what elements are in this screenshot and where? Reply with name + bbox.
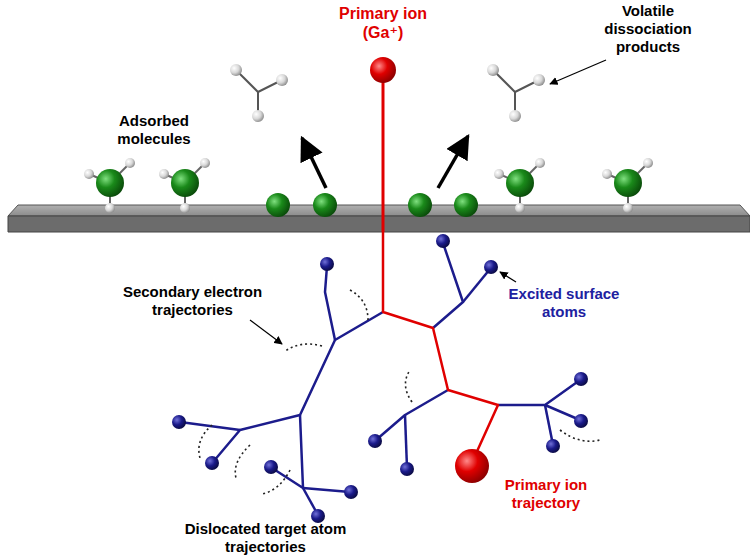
excited-surface-atom (320, 257, 334, 271)
ligand-atom (494, 169, 504, 179)
ligand-atom (535, 158, 545, 168)
atom-trajectory (213, 312, 383, 462)
callout-label: Adsorbed molecules (98, 112, 210, 148)
electron-trajectory (199, 425, 212, 458)
electron-trajectory (235, 445, 250, 478)
atom-trajectory (376, 390, 448, 440)
ligand-atom (125, 158, 135, 168)
adsorbed-molecule (494, 158, 545, 213)
excited-surface-atom (484, 260, 498, 274)
adsorbed-molecule (602, 158, 653, 213)
electron-trajectory (560, 430, 600, 441)
secondary-electron-trajectories (199, 290, 600, 494)
atom-trajectory (545, 405, 580, 420)
electron-trajectory (284, 344, 322, 352)
adsorbed-molecule (159, 158, 210, 213)
volatile-molecule (230, 64, 288, 122)
ligand-atom (84, 169, 94, 179)
target-atom (264, 460, 278, 474)
ligand-atom (200, 158, 210, 168)
ligand-atom (105, 203, 115, 213)
target-atom (400, 462, 414, 476)
callout-label: Excited surface atoms (505, 285, 623, 321)
deposited-atom (313, 193, 337, 217)
substrate-front (8, 216, 750, 232)
precursor-atom (171, 169, 199, 197)
primary-ion (370, 57, 396, 83)
target-atom (546, 439, 560, 453)
callout-label: Volatile dissociation products (588, 2, 708, 56)
target-atom (172, 415, 186, 429)
excited-surface-atom (436, 234, 450, 248)
atom-trajectory (180, 422, 240, 430)
target-atom (205, 456, 219, 470)
leader-arrow (550, 60, 606, 84)
primary-ion-trajectory (383, 232, 498, 458)
primary-ion-stopped (455, 449, 489, 483)
ligand-atom (180, 203, 190, 213)
ligand-atom (643, 158, 653, 168)
deposited-atom (454, 193, 478, 217)
ligand-atom (602, 169, 612, 179)
substrate-top (8, 205, 750, 216)
atom-trajectory (325, 266, 335, 340)
atom-trajectory (545, 405, 553, 445)
ligand-atom (623, 203, 633, 213)
ligand-atom (487, 64, 499, 76)
precursor-atom (96, 169, 124, 197)
target-atom (574, 372, 588, 386)
primary-ion-beam (382, 82, 385, 232)
deposited-atom (266, 193, 290, 217)
ligand-atom (509, 110, 521, 122)
desorption-arrow (438, 136, 468, 188)
atom-trajectory (272, 415, 303, 488)
deposited-atoms (266, 193, 478, 217)
target-atom (574, 414, 588, 428)
volatile-molecule (487, 64, 545, 122)
ligand-atom (515, 203, 525, 213)
ligand-atom (252, 110, 264, 122)
electron-trajectory (405, 370, 412, 402)
volatile-products (230, 64, 545, 122)
ligand-atom (276, 74, 288, 86)
deposited-atom (408, 193, 432, 217)
adsorbed-molecule (84, 158, 135, 213)
callout-label: Secondary electron trajectories (110, 283, 275, 319)
ligand-atom (533, 74, 545, 86)
atom-trajectory (433, 243, 463, 328)
electron-trajectory (262, 470, 290, 494)
leader-arrow (250, 320, 282, 344)
atom-trajectory (405, 415, 407, 468)
caption-label: Dislocated target atom trajectories (158, 520, 373, 556)
electron-trajectory (350, 290, 368, 320)
beam-label: Primary ion (Ga⁺) (333, 4, 433, 42)
precursor-atom (506, 169, 534, 197)
target-atom (344, 485, 358, 499)
atom-trajectory (463, 269, 490, 302)
adsorbed-molecules (84, 158, 653, 213)
trajectory-label: Primary ion trajectory (492, 476, 600, 512)
ligand-atom (230, 64, 242, 76)
leader-arrow (500, 272, 516, 282)
precursor-atom (614, 169, 642, 197)
ligand-atom (159, 169, 169, 179)
atom-trajectory (303, 488, 350, 492)
atom-trajectory (498, 380, 580, 405)
target-atom (368, 434, 382, 448)
desorption-arrow (302, 138, 326, 188)
